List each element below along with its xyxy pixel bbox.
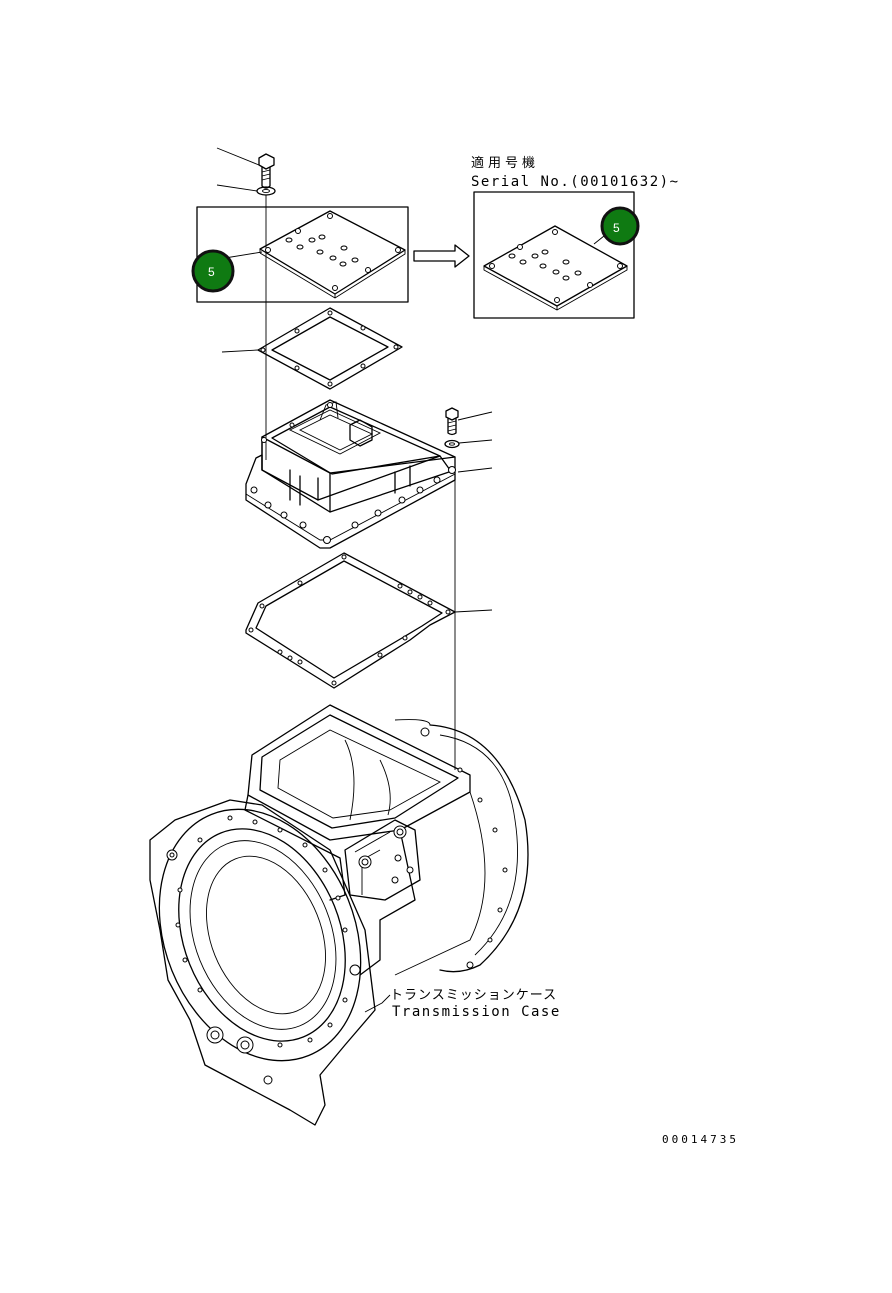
cover-plate-box-right [473,191,635,319]
bolt-right [445,407,493,436]
washer-right [444,439,493,449]
valve-body-cover [245,399,456,549]
gasket-lower [245,552,493,689]
gasket-upper [221,307,403,390]
arrow-right-icon [413,244,470,268]
serial-number-text: Serial No.(00101632)~ [471,174,680,190]
callout-badge-right[interactable]: 5 [600,206,640,246]
leader-cover [457,467,493,473]
applicable-serial-heading: 適用号機 [471,155,539,171]
transmission-case [149,704,529,1126]
drawing-number: 00014735 [662,1133,739,1146]
part-name-en: Transmission Case [392,1004,561,1020]
bolt-top [216,147,275,189]
washer-top [216,184,276,196]
cover-plate-box-left [196,206,409,303]
part-name-jp: トランスミッションケース [390,988,557,1003]
callout-badge-left[interactable]: 5 [191,249,235,293]
callout-label-right: 5 [613,221,620,235]
callout-label-left: 5 [208,265,215,279]
